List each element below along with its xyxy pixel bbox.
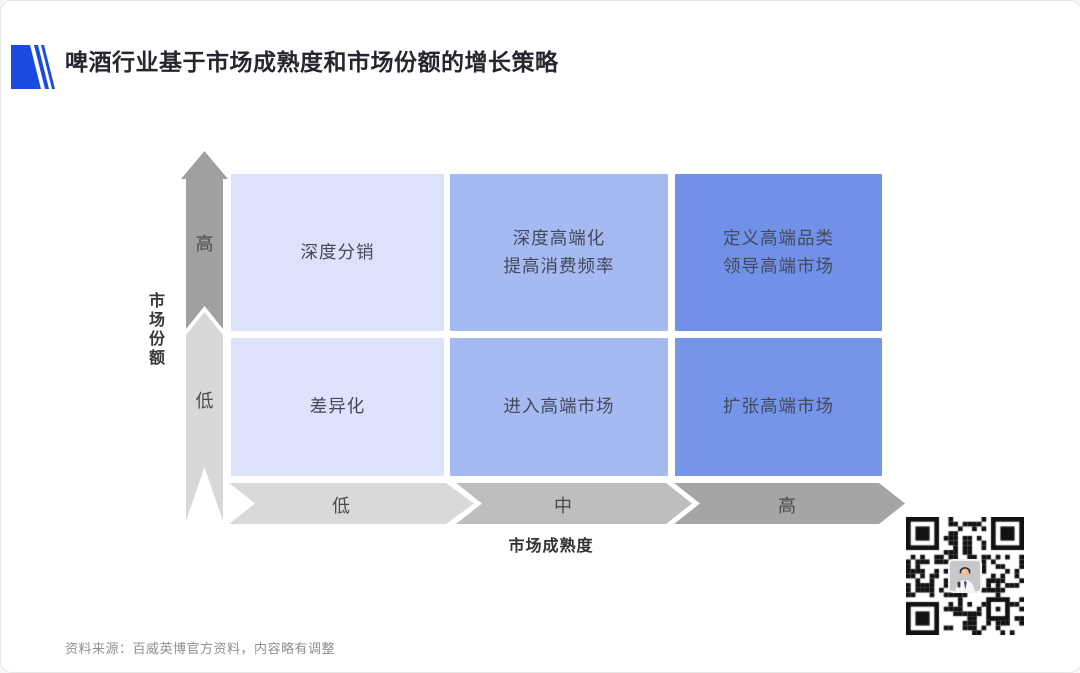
- matrix-cell-high-mid: 深度高端化 提高消费频率: [450, 174, 668, 331]
- matrix-cell-low-high: 扩张高端市场: [675, 338, 882, 476]
- page-title: 啤酒行业基于市场成熟度和市场份额的增长策略: [65, 49, 559, 75]
- y-axis-segment-low: [186, 312, 223, 521]
- x-axis-segment-high: [674, 483, 905, 524]
- matrix-cell-label: 深度高端化 提高消费频率: [503, 228, 615, 276]
- x-axis-tick-low: 低: [332, 496, 350, 516]
- y-axis-arrow: [181, 151, 228, 521]
- x-axis-tick-mid: 中: [554, 496, 572, 516]
- matrix-cell-low-low: 差异化: [231, 338, 444, 476]
- matrix-cell-label: 进入高端市场: [503, 396, 615, 417]
- matrix-cell-label: 差异化: [309, 396, 366, 417]
- matrix-cell-high-low: 深度分销: [231, 174, 444, 331]
- x-axis-title: 市场成熟度: [508, 538, 594, 555]
- y-axis-segment-high: [181, 151, 228, 329]
- matrix-cell-high-high: 定义高端品类 领导高端市场: [675, 174, 882, 331]
- x-axis-segment-mid: [456, 483, 692, 524]
- x-axis-arrow: [229, 483, 905, 524]
- matrix-cell-label: 定义高端品类 领导高端市场: [723, 228, 834, 276]
- matrix-cell-label: 扩张高端市场: [723, 396, 834, 417]
- person-avatar-icon: [950, 561, 980, 591]
- source-note: 资料来源：百威英博官方资料，内容略有调整: [65, 641, 336, 656]
- y-axis-tick-high: 高: [195, 234, 214, 254]
- y-axis-tick-low: 低: [195, 391, 214, 411]
- person-avatar: [948, 559, 982, 593]
- y-axis-title: 市场份额: [146, 292, 163, 368]
- x-axis-tick-high: 高: [778, 496, 796, 516]
- matrix-cell-label: 深度分销: [300, 241, 375, 262]
- x-axis-segment-low: [229, 483, 474, 524]
- brand-logo-icon: [11, 45, 55, 89]
- matrix-cell-low-mid: 进入高端市场: [450, 338, 668, 476]
